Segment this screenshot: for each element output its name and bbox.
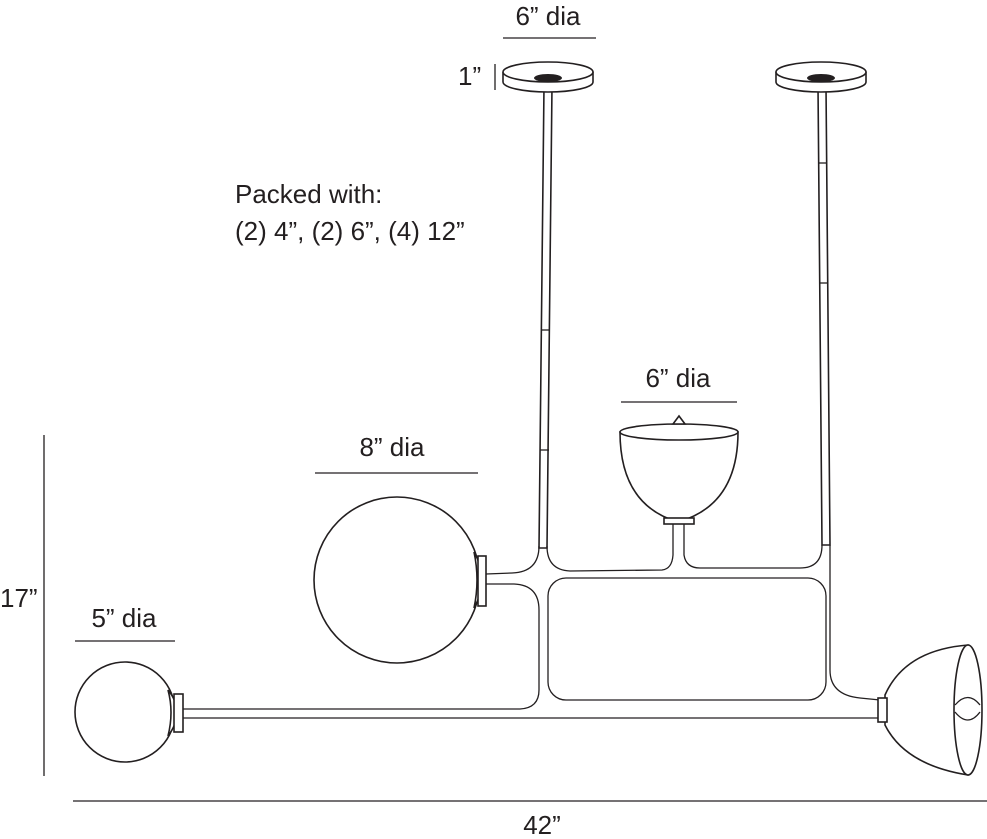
small-globe (74, 661, 184, 763)
bowl-dia-label: 6” dia (645, 363, 711, 393)
right-rod (817, 85, 831, 546)
large-globe-dia-label: 8” dia (359, 432, 425, 462)
right-canopy (775, 61, 867, 93)
large-globe (313, 496, 487, 664)
frame (183, 522, 881, 719)
small-globe-dia-label: 5” dia (91, 603, 157, 633)
left-canopy (502, 61, 594, 93)
packed-title: Packed with: (235, 179, 382, 209)
overall-width-label: 42” (523, 810, 561, 839)
bowl-shade (619, 414, 739, 525)
side-bowl-shade (877, 644, 983, 776)
canopy-height-label: 1” (458, 61, 481, 91)
packed-rods: (2) 4”, (2) 6”, (4) 12” (235, 216, 465, 246)
canopy-dia-label: 6” dia (515, 1, 581, 31)
left-rod (538, 85, 553, 549)
rod-joints (540, 162, 827, 451)
overall-height-label: 17” (0, 583, 38, 613)
